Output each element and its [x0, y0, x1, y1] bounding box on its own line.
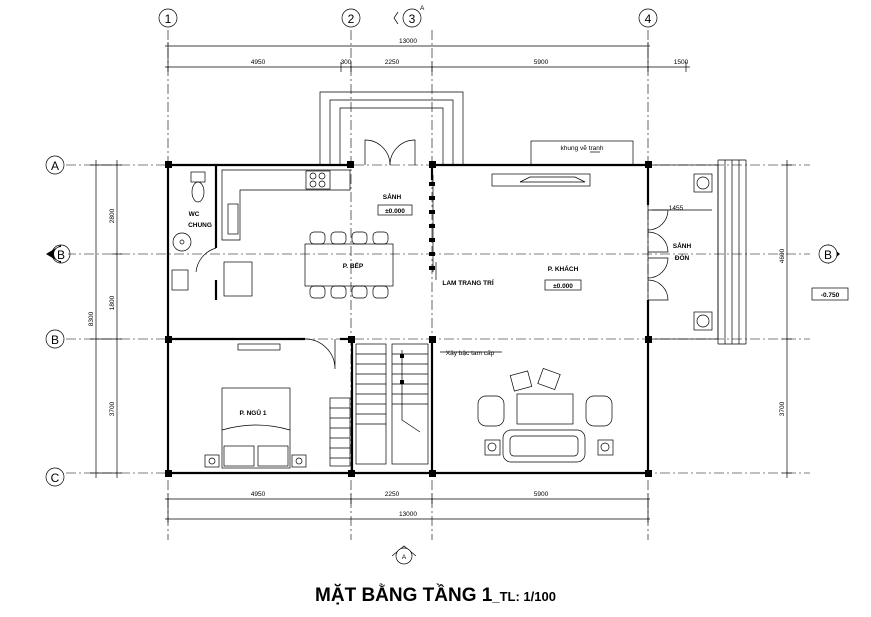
decor-annotation: LAM TRANG TRÍ	[442, 278, 493, 287]
entrance-canopy	[319, 91, 464, 165]
lobby-label-1: SẢNH	[673, 241, 692, 250]
title-main: MẶT BẰNG TẦNG 1	[315, 585, 493, 606]
drawing-title: MẶT BẰNG TẦNG 1_TL: 1/100	[0, 585, 871, 607]
living-label: P. KHÁCH	[548, 264, 579, 273]
lobby-label-2: ĐÓN	[675, 253, 690, 262]
stair-annotation: Xây bậc tam cấp	[446, 348, 495, 357]
outside-level: -0.750	[821, 292, 840, 299]
svg-text:3700: 3700	[109, 401, 116, 416]
svg-text:3700: 3700	[779, 401, 786, 416]
grid-col-3: 3 A	[393, 5, 425, 28]
svg-text:13000: 13000	[399, 38, 417, 45]
dining-table	[304, 231, 394, 299]
top-dimensions: 13000 4950 300 2250 5900 1500	[165, 38, 690, 72]
svg-text:B: B	[51, 333, 59, 347]
stair	[329, 343, 429, 467]
grid-row-b2: B	[45, 329, 65, 349]
svg-text:3: 3	[409, 12, 416, 26]
bedroom-furniture	[204, 338, 336, 469]
svg-text:4: 4	[645, 12, 652, 26]
grid-row-b: B	[46, 244, 71, 264]
grid-row-b-right: B	[818, 244, 840, 264]
svg-text:1800: 1800	[109, 295, 116, 310]
porch-width: 1455	[669, 205, 684, 212]
entrance-door	[364, 139, 416, 166]
grid-col-4: 4	[638, 8, 658, 28]
svg-text:A: A	[51, 159, 59, 173]
svg-text:1: 1	[165, 12, 172, 26]
svg-text:A: A	[402, 554, 407, 561]
kitchen-label: P. BẾP	[343, 260, 364, 270]
svg-text:5900: 5900	[534, 59, 549, 66]
svg-text:A: A	[420, 5, 425, 12]
hall-label: SẢNH	[383, 192, 402, 201]
wc-label-2: CHUNG	[188, 222, 212, 229]
columns	[165, 161, 652, 477]
svg-text:C: C	[51, 471, 60, 485]
bedroom-label: P. NGỦ 1	[240, 408, 267, 417]
title-scale: _TL: 1/100	[492, 589, 556, 604]
svg-text:B: B	[57, 248, 65, 262]
tv-frame	[491, 140, 634, 187]
svg-text:2800: 2800	[109, 208, 116, 223]
svg-text:5900: 5900	[534, 491, 549, 498]
right-dimensions: 4600 3700	[779, 160, 792, 478]
hall-level: ±0.000	[385, 208, 405, 215]
wc-fixtures	[171, 171, 217, 291]
kitchen-counter	[221, 169, 351, 297]
svg-text:2: 2	[348, 12, 355, 26]
decor-slats	[429, 175, 435, 272]
svg-text:4600: 4600	[779, 248, 786, 263]
grid-row-a: A	[45, 155, 65, 175]
left-dimensions: 8300 2800 1800 3700	[88, 160, 122, 478]
grid-col-1: 1	[158, 8, 178, 28]
grid-lines	[66, 30, 810, 540]
svg-text:2250: 2250	[385, 59, 400, 66]
living-furniture	[477, 367, 614, 463]
svg-text:4950: 4950	[251, 491, 266, 498]
lobby-steps	[647, 159, 747, 345]
svg-text:2250: 2250	[385, 491, 400, 498]
svg-text:8300: 8300	[88, 311, 95, 326]
svg-text:4950: 4950	[251, 59, 266, 66]
section-marker-bottom: A	[391, 545, 417, 565]
svg-text:B: B	[824, 248, 832, 262]
svg-text:1500: 1500	[674, 59, 689, 66]
svg-text:13000: 13000	[399, 511, 417, 518]
bottom-dimensions: 4950 2250 5900 13000	[165, 491, 650, 523]
svg-text:300: 300	[341, 59, 352, 66]
lobby-doors	[647, 209, 669, 301]
living-level: ±0.000	[553, 283, 573, 290]
grid-row-c: C	[45, 467, 65, 487]
grid-col-2: 2	[341, 8, 361, 28]
wc-label-1: WC	[189, 211, 200, 218]
frame-annotation: khung vẽ tranh	[560, 145, 603, 152]
